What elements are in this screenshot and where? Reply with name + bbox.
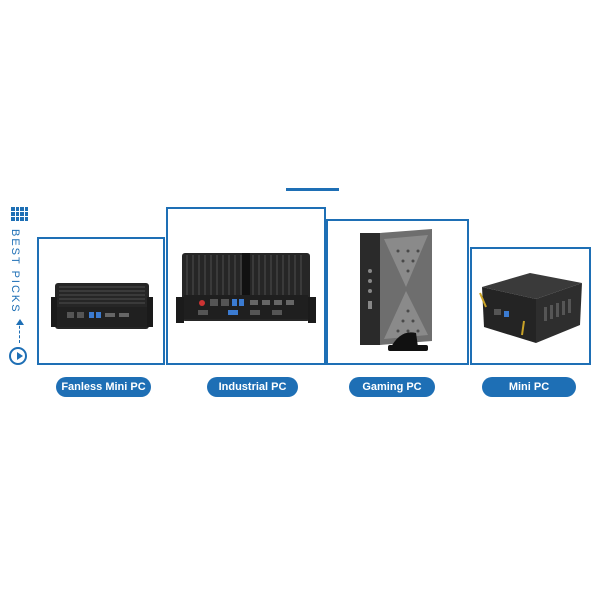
best-picks-sidebar: BEST PICKS [8,205,32,375]
grid-icon [11,207,28,221]
gaming-pc-image [360,229,432,351]
product-button-mini-pc[interactable]: Mini PC [482,377,576,397]
product-card-gaming-pc[interactable] [326,219,469,365]
play-icon[interactable] [9,347,27,365]
product-button-industrial-pc[interactable]: Industrial PC [207,377,298,397]
product-button-gaming-pc[interactable]: Gaming PC [349,377,435,397]
mini-pc-image [479,273,582,343]
product-button-fanless-mini-pc[interactable]: Fanless Mini PC [56,377,151,397]
arrow-up-icon [16,319,24,343]
product-card-industrial-pc[interactable] [166,207,326,365]
product-card-fanless-mini-pc[interactable] [37,237,165,365]
industrial-pc-image [176,253,316,323]
section-accent-bar [286,188,339,191]
fanless-mini-pc-image [51,283,153,329]
product-card-mini-pc[interactable] [470,247,591,365]
best-picks-label: BEST PICKS [9,229,21,314]
